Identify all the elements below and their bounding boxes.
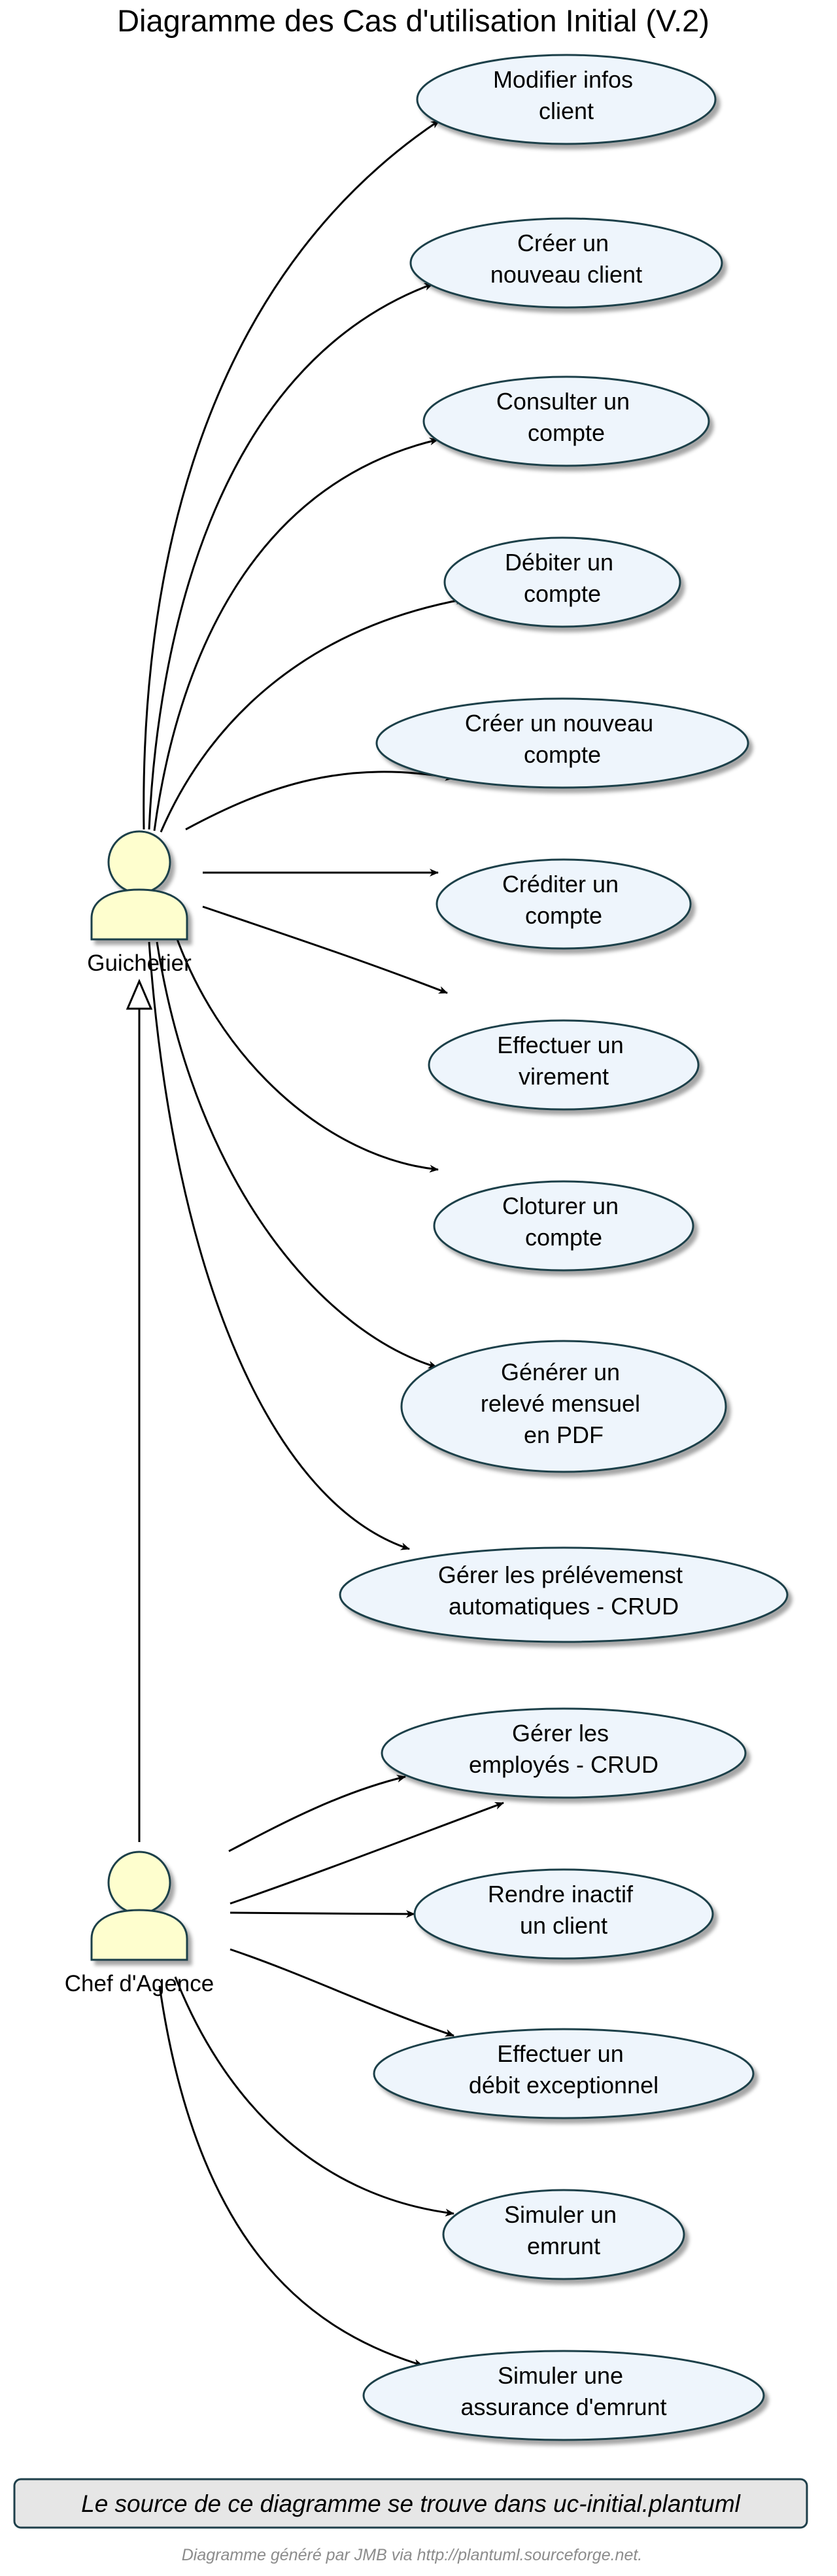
use-case-label: Cloturer un	[502, 1192, 619, 1219]
source-note-text: Le source de ce diagramme se trouve dans…	[81, 2490, 742, 2517]
use-case-label: virement	[519, 1063, 609, 1090]
use-case-creer-compte[interactable]: Créer un nouveau compte	[375, 697, 749, 789]
use-case-label: Débiter un	[505, 549, 613, 576]
use-case-label: Consulter un	[496, 388, 630, 415]
use-case-modifier-infos[interactable]: Modifier infos client	[416, 54, 717, 145]
actor-guichetier-body	[90, 888, 188, 941]
use-case-label: emrunt	[527, 2233, 600, 2259]
edge-creer-client	[148, 283, 434, 830]
use-case-label: Simuler un	[504, 2201, 617, 2228]
use-case-label: compte	[525, 1224, 602, 1251]
use-case-label: compte	[528, 419, 605, 446]
use-case-gerer-employes[interactable]: Gérer les employés - CRUD	[381, 1707, 747, 1799]
svg-text:Gérer les employés - CRU: Gérer les employés - CRUD	[469, 1720, 658, 1778]
use-case-label: compte	[524, 741, 601, 768]
edge-creer-compte	[185, 771, 454, 831]
edge-cloturer-compte	[170, 922, 439, 1173]
use-case-label: employés - CRUD	[469, 1751, 658, 1778]
use-case-creer-client[interactable]: Créer un nouveau client	[409, 217, 723, 309]
svg-text:Créditer un compte: Créditer un compte	[502, 871, 625, 929]
use-case-label: Effectuer un	[497, 2040, 623, 2067]
use-case-debiter-compte[interactable]: Débiter un compte	[443, 536, 681, 628]
use-case-label: Modifier infos	[493, 66, 633, 93]
actor-guichetier[interactable]: Guichetier	[87, 830, 192, 976]
use-case-cloturer-compte[interactable]: Cloturer un compte	[433, 1180, 694, 1272]
use-case-label: Effectuer un	[497, 1032, 623, 1058]
use-case-gerer-prelevements[interactable]: Gérer les prélévemenst automatiques - CR…	[339, 1546, 789, 1643]
use-case-label: Simuler une	[498, 2362, 623, 2389]
use-case-label: compte	[524, 580, 601, 607]
use-case-label: Rendre inactif	[488, 1881, 634, 1907]
svg-text:Rendre inactif un client: Rendre inactif un client	[488, 1881, 640, 1939]
generalization-arrowhead	[126, 979, 153, 1010]
use-case-label: relevé mensuel	[481, 1390, 640, 1417]
source-note: Le source de ce diagramme se trouve dans…	[13, 2478, 808, 2529]
chef-associations	[158, 1775, 504, 2367]
guichetier-associations	[143, 119, 465, 1550]
use-case-simuler-assurance[interactable]: Simuler une assurance d'emrunt	[362, 2350, 765, 2441]
edge-simuler-emprunt	[174, 1976, 454, 2217]
svg-text:Modifier infos client: Modifier infos client	[493, 66, 640, 124]
use-case-debit-exceptionnel[interactable]: Effectuer un débit exceptionnel	[373, 2028, 755, 2119]
edge-generer-releve	[156, 941, 437, 1369]
use-case-generer-releve[interactable]: Générer un relevé mensuel en PDF	[400, 1340, 727, 1473]
use-case-label: Gérer les	[512, 1720, 609, 1747]
edge-gerer-employes-b	[230, 1801, 504, 1905]
use-case-label: compte	[525, 902, 602, 929]
edge-debiter-compte	[160, 597, 465, 833]
use-case-label: assurance d'emrunt	[460, 2393, 666, 2420]
use-case-label: Gérer les prélévemenst	[438, 1561, 683, 1588]
svg-text:Débiter un compte: Débiter un compte	[505, 549, 620, 607]
svg-text:Effectuer un virement: Effectuer un virement	[497, 1032, 630, 1090]
use-case-label: Créditer un	[502, 871, 619, 897]
actor-chef-head	[107, 1851, 171, 1915]
use-case-crediter-compte[interactable]: Créditer un compte	[436, 858, 692, 950]
edge-modifier-infos	[143, 119, 440, 830]
use-case-label: un client	[520, 1912, 607, 1939]
use-case-label: débit exceptionnel	[469, 2072, 658, 2098]
svg-text:Effectuer un débit excep: Effectuer un débit exceptionnel	[469, 2040, 658, 2098]
actor-guichetier-head	[107, 830, 171, 894]
svg-text:Simuler une assurance d': Simuler une assurance d'emrunt	[460, 2362, 666, 2420]
edge-simuler-assurance	[158, 1985, 423, 2367]
footer-credit: Diagramme généré par JMB via http://plan…	[182, 2546, 643, 2564]
use-case-effectuer-virement[interactable]: Effectuer un virement	[428, 1019, 700, 1111]
svg-text:Créer un nouveau client: Créer un nouveau client	[490, 230, 642, 288]
svg-text:Générer un relevé mensue: Générer un relevé mensuel en PDF	[481, 1359, 647, 1448]
use-case-rendre-inactif[interactable]: Rendre inactif un client	[413, 1868, 714, 1960]
edge-consulter-compte	[153, 438, 439, 831]
use-case-label: Créer un nouveau	[465, 710, 653, 737]
use-case-label: en PDF	[524, 1421, 604, 1448]
svg-text:Consulter un compte: Consulter un compte	[496, 388, 636, 446]
svg-text:Gérer les prélévemenst a: Gérer les prélévemenst automatiques - CR…	[438, 1561, 689, 1620]
svg-text:Cloturer un compte: Cloturer un compte	[502, 1192, 625, 1251]
edge-debit-exceptionnel	[230, 1948, 454, 2037]
actor-chef-agence[interactable]: Chef d'Agence	[65, 1851, 214, 1996]
edge-rendre-inactif	[230, 1909, 415, 1918]
diagram-title: Diagramme des Cas d'utilisation Initial …	[117, 3, 709, 38]
use-case-label: client	[539, 97, 594, 124]
edge-gerer-employes-a	[228, 1775, 406, 1853]
use-case-label: nouveau client	[490, 261, 642, 288]
use-case-label: automatiques - CRUD	[449, 1593, 679, 1620]
generalization-edge	[126, 979, 153, 1842]
edge-gerer-prelevements	[148, 941, 410, 1550]
use-case-simuler-emprunt[interactable]: Simuler un emrunt	[442, 2189, 685, 2280]
svg-text:Simuler un emrunt: Simuler un emrunt	[504, 2201, 623, 2259]
edge-effectuer-virement	[202, 905, 448, 994]
actor-chef-body	[90, 1909, 188, 1961]
use-case-label: Créer un	[517, 230, 609, 256]
use-case-label: Générer un	[501, 1359, 620, 1385]
svg-text:Créer un nouveau compte: Créer un nouveau compte	[465, 710, 660, 768]
use-case-consulter-compte[interactable]: Consulter un compte	[422, 375, 710, 467]
actor-guichetier-label: Guichetier	[87, 950, 192, 976]
actor-chef-label: Chef d'Agence	[65, 1971, 214, 1996]
